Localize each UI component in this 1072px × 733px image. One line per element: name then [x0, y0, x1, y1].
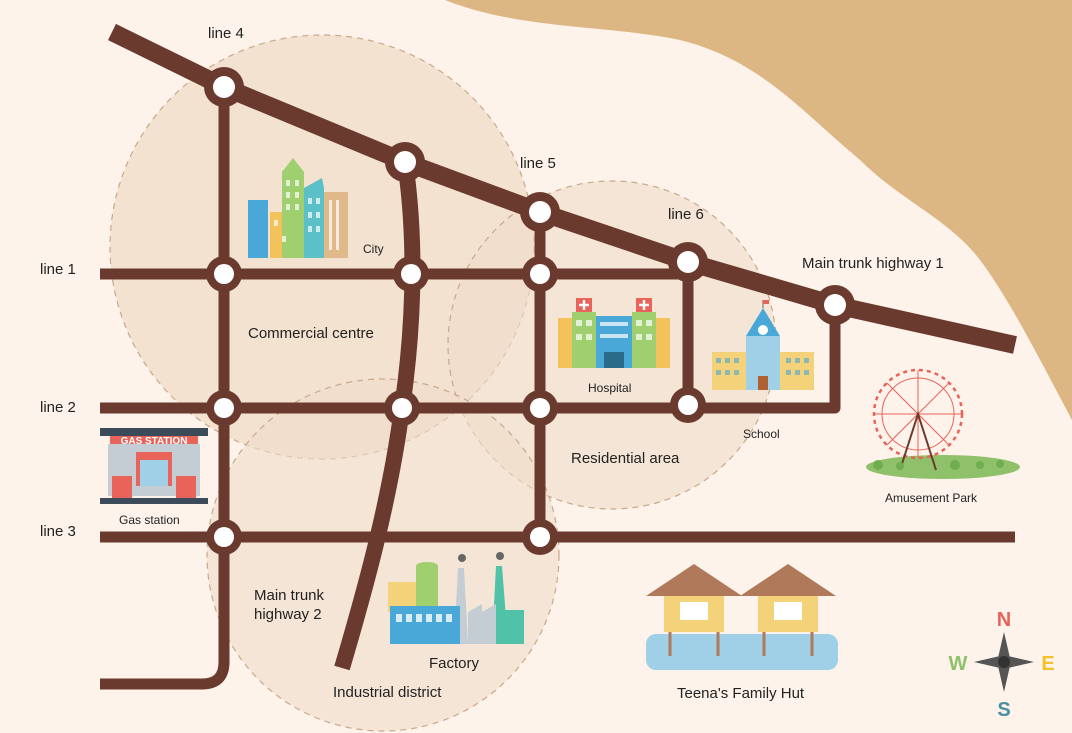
station	[670, 387, 706, 423]
station	[206, 390, 242, 426]
residential-area-label: Residential area	[571, 450, 680, 467]
station	[522, 256, 558, 292]
gas-station-label: Gas station	[119, 513, 180, 527]
line-6-label: line 6	[668, 206, 704, 223]
school-icon	[712, 300, 814, 390]
station	[668, 242, 708, 282]
line-4-road	[100, 87, 230, 690]
highway-1-label: Main trunk highway 1	[802, 255, 944, 272]
station	[520, 192, 560, 232]
station	[522, 519, 558, 555]
family-hut-label: Teena's Family Hut	[677, 685, 805, 702]
station	[384, 390, 420, 426]
line-4-label: line 4	[208, 25, 244, 42]
industrial-district-label: Industrial district	[333, 684, 442, 701]
station	[206, 256, 242, 292]
compass-south: S	[997, 699, 1010, 721]
line-3-label: line 3	[40, 523, 76, 540]
school-label: School	[743, 427, 780, 441]
family-hut-icon	[646, 564, 838, 670]
hospital-icon	[558, 298, 670, 368]
city-label: City	[363, 242, 384, 256]
line-5-label: line 5	[520, 155, 556, 172]
station	[522, 390, 558, 426]
amusement-park-label: Amusement Park	[885, 491, 978, 505]
station	[385, 142, 425, 182]
gas-station-sign: GAS STATION	[121, 436, 188, 447]
gas-station-icon: GAS STATION	[100, 428, 208, 504]
station	[204, 67, 244, 107]
line-2-label: line 2	[40, 399, 76, 416]
industrial-district-circle	[206, 378, 560, 732]
highway-2-label-line2: highway 2	[254, 606, 322, 623]
hospital-label: Hospital	[588, 381, 631, 395]
station	[393, 256, 429, 292]
commercial-centre-label: Commercial centre	[248, 325, 374, 342]
station	[206, 519, 242, 555]
compass-east: E	[1041, 653, 1054, 675]
highway-2-label-line1: Main trunk	[254, 587, 325, 604]
compass-north: N	[997, 609, 1011, 631]
line-2-road	[100, 305, 841, 414]
sea-area	[445, 0, 1072, 420]
station	[815, 285, 855, 325]
factory-icon	[388, 552, 524, 644]
compass-icon	[974, 632, 1034, 692]
compass-west: W	[949, 653, 968, 675]
line-1-label: line 1	[40, 261, 76, 278]
city-buildings-icon	[248, 158, 348, 258]
stations	[204, 67, 855, 555]
amusement-park-icon	[866, 368, 1020, 479]
factory-label: Factory	[429, 655, 480, 672]
